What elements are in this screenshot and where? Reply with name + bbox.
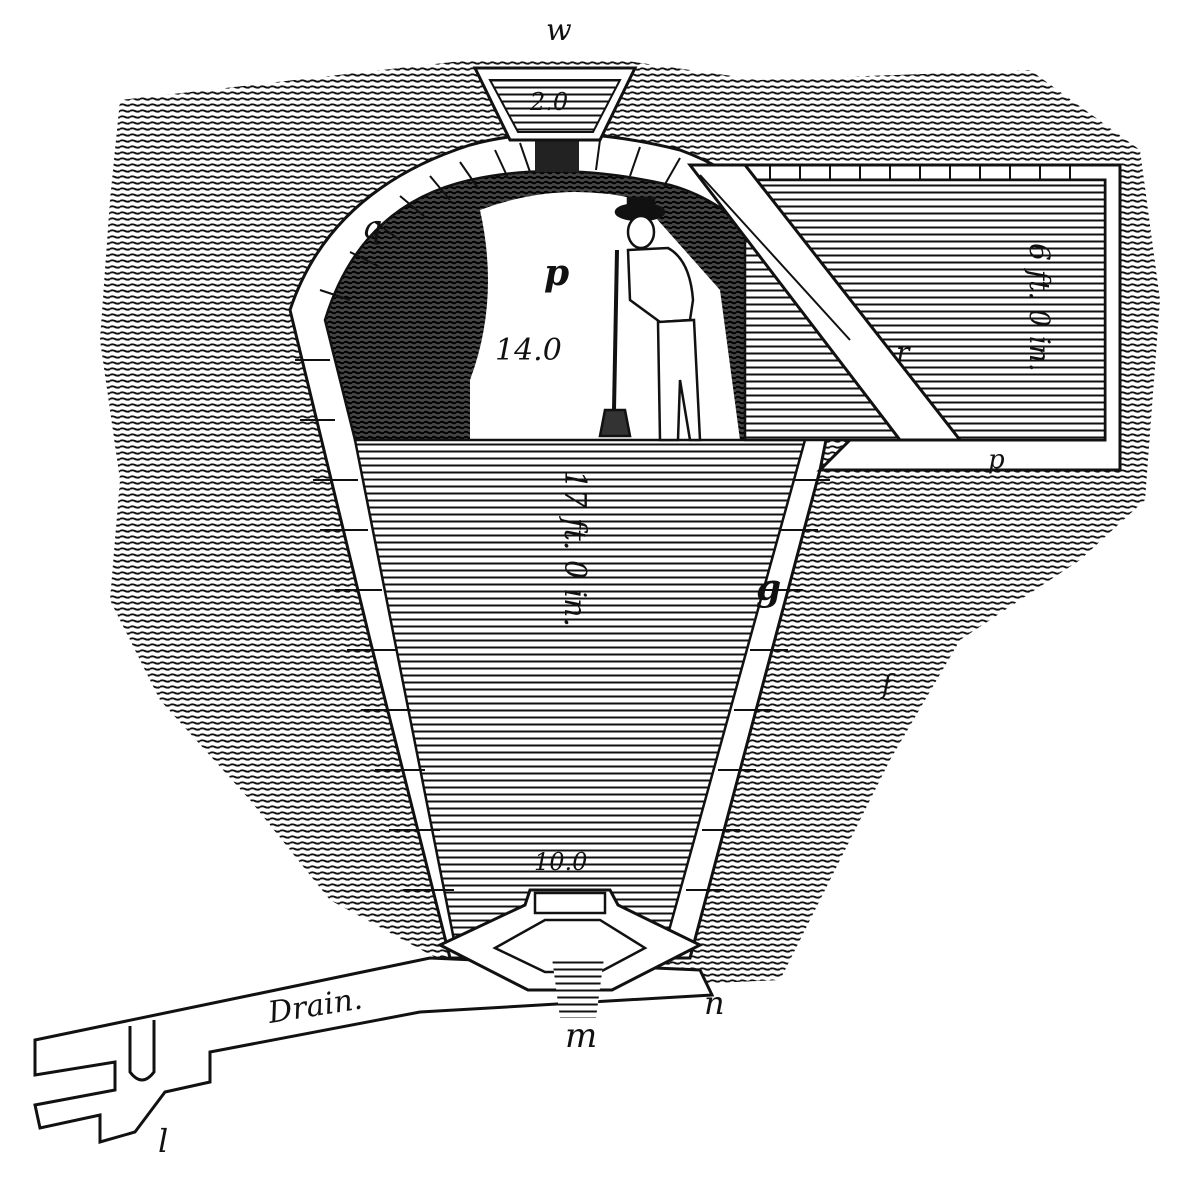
side-chamber bbox=[686, 163, 1122, 472]
label-n: n bbox=[704, 984, 725, 1022]
left-wall-bricks bbox=[295, 359, 454, 891]
label-main-depth: 17 ft. 0 in. bbox=[557, 470, 592, 627]
label-side-depth: 6 ft. 0 in. bbox=[1023, 243, 1056, 372]
keystone bbox=[535, 138, 579, 172]
label-l: l bbox=[158, 1122, 168, 1160]
label-p-lower: p bbox=[988, 445, 1005, 475]
label-p-upper: p bbox=[544, 252, 569, 294]
label-g: g bbox=[756, 567, 781, 609]
label-upper-dim: 14.0 bbox=[495, 333, 562, 368]
label-cap-top: 2.0 bbox=[529, 88, 568, 116]
drain-pipe bbox=[33, 956, 715, 1144]
worker-figure bbox=[598, 196, 702, 442]
label-q: q bbox=[362, 208, 382, 246]
label-r: r bbox=[896, 336, 911, 369]
label-base-width: 10.0 bbox=[534, 848, 587, 876]
label-w: w bbox=[546, 13, 572, 48]
label-m: m bbox=[565, 1016, 597, 1056]
bottom-sump bbox=[436, 888, 704, 1018]
